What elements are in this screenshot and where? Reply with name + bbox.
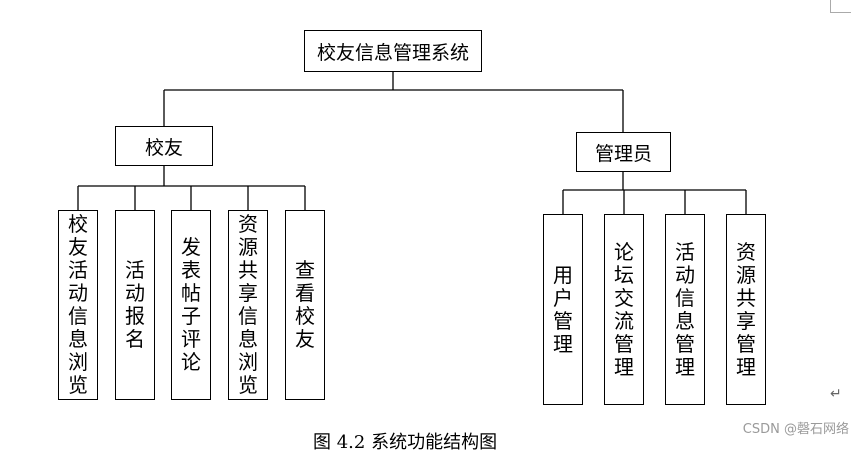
leaf-node: 发表帖子评论	[171, 210, 211, 400]
leaf-node-label: 活动报名	[125, 258, 145, 351]
leaf-node-label: 资源共享管理	[736, 239, 756, 379]
leaf-node-label: 论坛交流管理	[614, 239, 634, 379]
branch-node-label: 管理员	[594, 142, 652, 165]
leaf-node: 活动信息管理	[665, 214, 705, 405]
leaf-node-label: 活动信息管理	[675, 239, 695, 379]
branch-node-admin: 管理员	[576, 132, 671, 172]
leaf-node-label: 用户管理	[553, 262, 573, 356]
leaf-node: 用户管理	[543, 214, 583, 405]
paragraph-mark-icon: ↵	[830, 386, 842, 402]
leaf-node: 校友活动信息浏览	[58, 210, 98, 400]
leaf-node-label: 校友活动信息浏览	[68, 212, 88, 397]
root-node-label: 校友信息管理系统	[316, 41, 469, 64]
leaf-node-label: 发表帖子评论	[181, 235, 201, 374]
branch-node-alumni: 校友	[115, 126, 213, 166]
leaf-node: 查看校友	[285, 210, 325, 400]
leaf-node: 活动报名	[115, 210, 155, 400]
connector-lines	[77, 72, 747, 214]
figure-caption: 图 4.2 系统功能结构图	[313, 432, 498, 453]
leaf-node: 资源共享信息浏览	[228, 210, 268, 400]
leaf-node-label: 资源共享信息浏览	[238, 212, 258, 397]
watermark: CSDN @磬石网络	[742, 422, 849, 437]
page-corner-mark	[830, 0, 851, 13]
leaf-node: 论坛交流管理	[604, 214, 644, 405]
leaf-node-label: 查看校友	[295, 258, 315, 351]
branch-node-label: 校友	[144, 136, 183, 159]
leaf-node: 资源共享管理	[726, 214, 766, 405]
root-node: 校友信息管理系统	[304, 30, 482, 72]
